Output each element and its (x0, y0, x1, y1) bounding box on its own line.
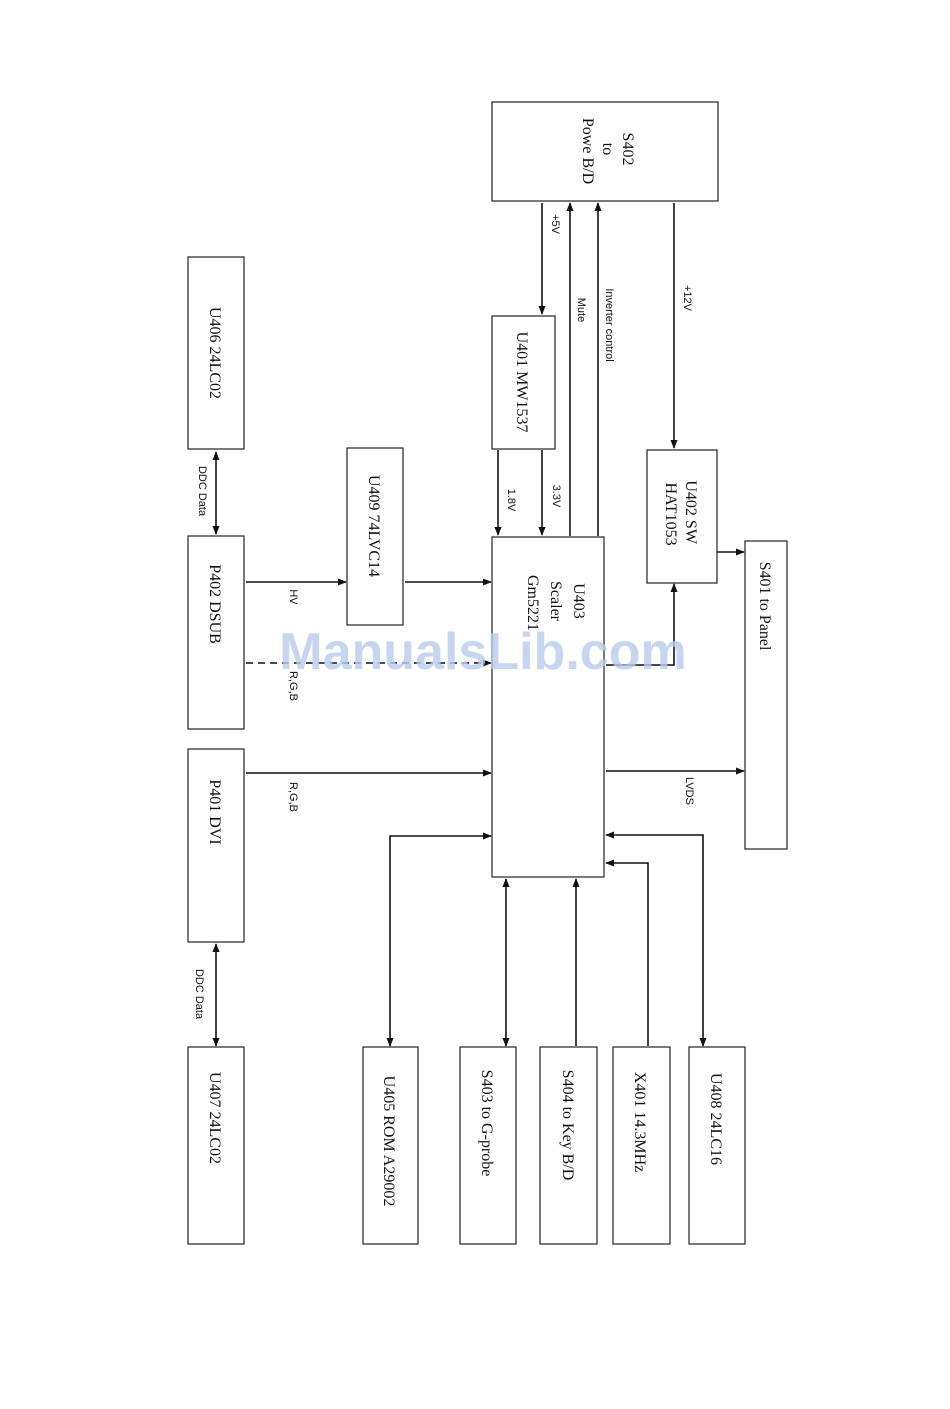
block-u402: U402 SW HAT1053 (646, 449, 718, 584)
block-u409: U409 74LVC14 (346, 447, 404, 626)
label-lvds: LVDS (683, 777, 695, 805)
block-u406-text: U406 24LC02 (206, 307, 223, 399)
block-p402: P402 DSUB (187, 535, 245, 730)
block-s402: S402 to Powe B/D (491, 101, 719, 202)
block-p401: P401 DVI (187, 748, 245, 943)
block-u401-text: U401 MW1537 (513, 332, 530, 433)
label-inverter-control: Inverter control (603, 288, 615, 361)
block-u408-text: U408 24LC16 (707, 1073, 724, 1165)
signal-labels: +5V Mute Inverter control +12V 1.8V 3.3V… (193, 214, 695, 1020)
block-u407: U407 24LC02 (187, 1046, 245, 1245)
block-u406: U406 24LC02 (187, 256, 245, 450)
block-u408: U408 24LC16 (688, 1046, 746, 1245)
block-u405: U405 ROM A29002 (362, 1046, 419, 1245)
block-x401: X401 14.3MHz (612, 1046, 671, 1245)
label-rgb-dvi: R,G,B (287, 782, 299, 812)
label-plus5v: +5V (549, 214, 561, 235)
label-1v8: 1.8V (505, 489, 517, 512)
wire-u408 (605, 831, 707, 1047)
block-u401: U401 MW1537 (491, 315, 556, 450)
block-s404: S404 to Key B/D (539, 1046, 598, 1245)
block-s403: S403 to G-probe (459, 1046, 517, 1245)
wire-x401 (605, 859, 649, 1046)
block-x401-text: X401 14.3MHz (631, 1072, 648, 1172)
label-3v3: 3.3V (550, 485, 562, 508)
label-plus12v: +12V (681, 285, 693, 312)
block-u403: U403 Scaler Gm5221 (491, 536, 605, 878)
block-u403-text: U403 Scaler Gm5221 (524, 575, 587, 631)
label-ddc-data-top: DDC Data (196, 466, 208, 517)
block-u402-text: U402 SW HAT1053 (662, 480, 699, 547)
block-u405-text: U405 ROM A29002 (380, 1076, 397, 1207)
block-p401-text: P401 DVI (206, 779, 223, 844)
block-s402-text: S402 to Powe B/D (579, 118, 636, 184)
label-rgb-dsub: R,G,B (287, 671, 299, 701)
block-s403-text: S403 to G-probe (478, 1070, 495, 1177)
block-p402-text: P402 DSUB (206, 564, 223, 644)
label-ddc-data-bottom: DDC Data (193, 969, 205, 1020)
wire-u405 (386, 832, 492, 1047)
block-s404-text: S404 to Key B/D (559, 1070, 576, 1181)
label-hv: HV (287, 589, 299, 605)
block-u407-text: U407 24LC02 (206, 1072, 223, 1164)
label-mute: Mute (575, 298, 587, 322)
block-s401: S401 to Panel (744, 540, 788, 850)
block-s401-text: S401 to Panel (756, 562, 773, 651)
block-u409-text: U409 74LVC14 (365, 475, 382, 577)
wire-u403-to-u402 (606, 583, 678, 666)
watermark: ManualsLib.com (279, 623, 686, 681)
